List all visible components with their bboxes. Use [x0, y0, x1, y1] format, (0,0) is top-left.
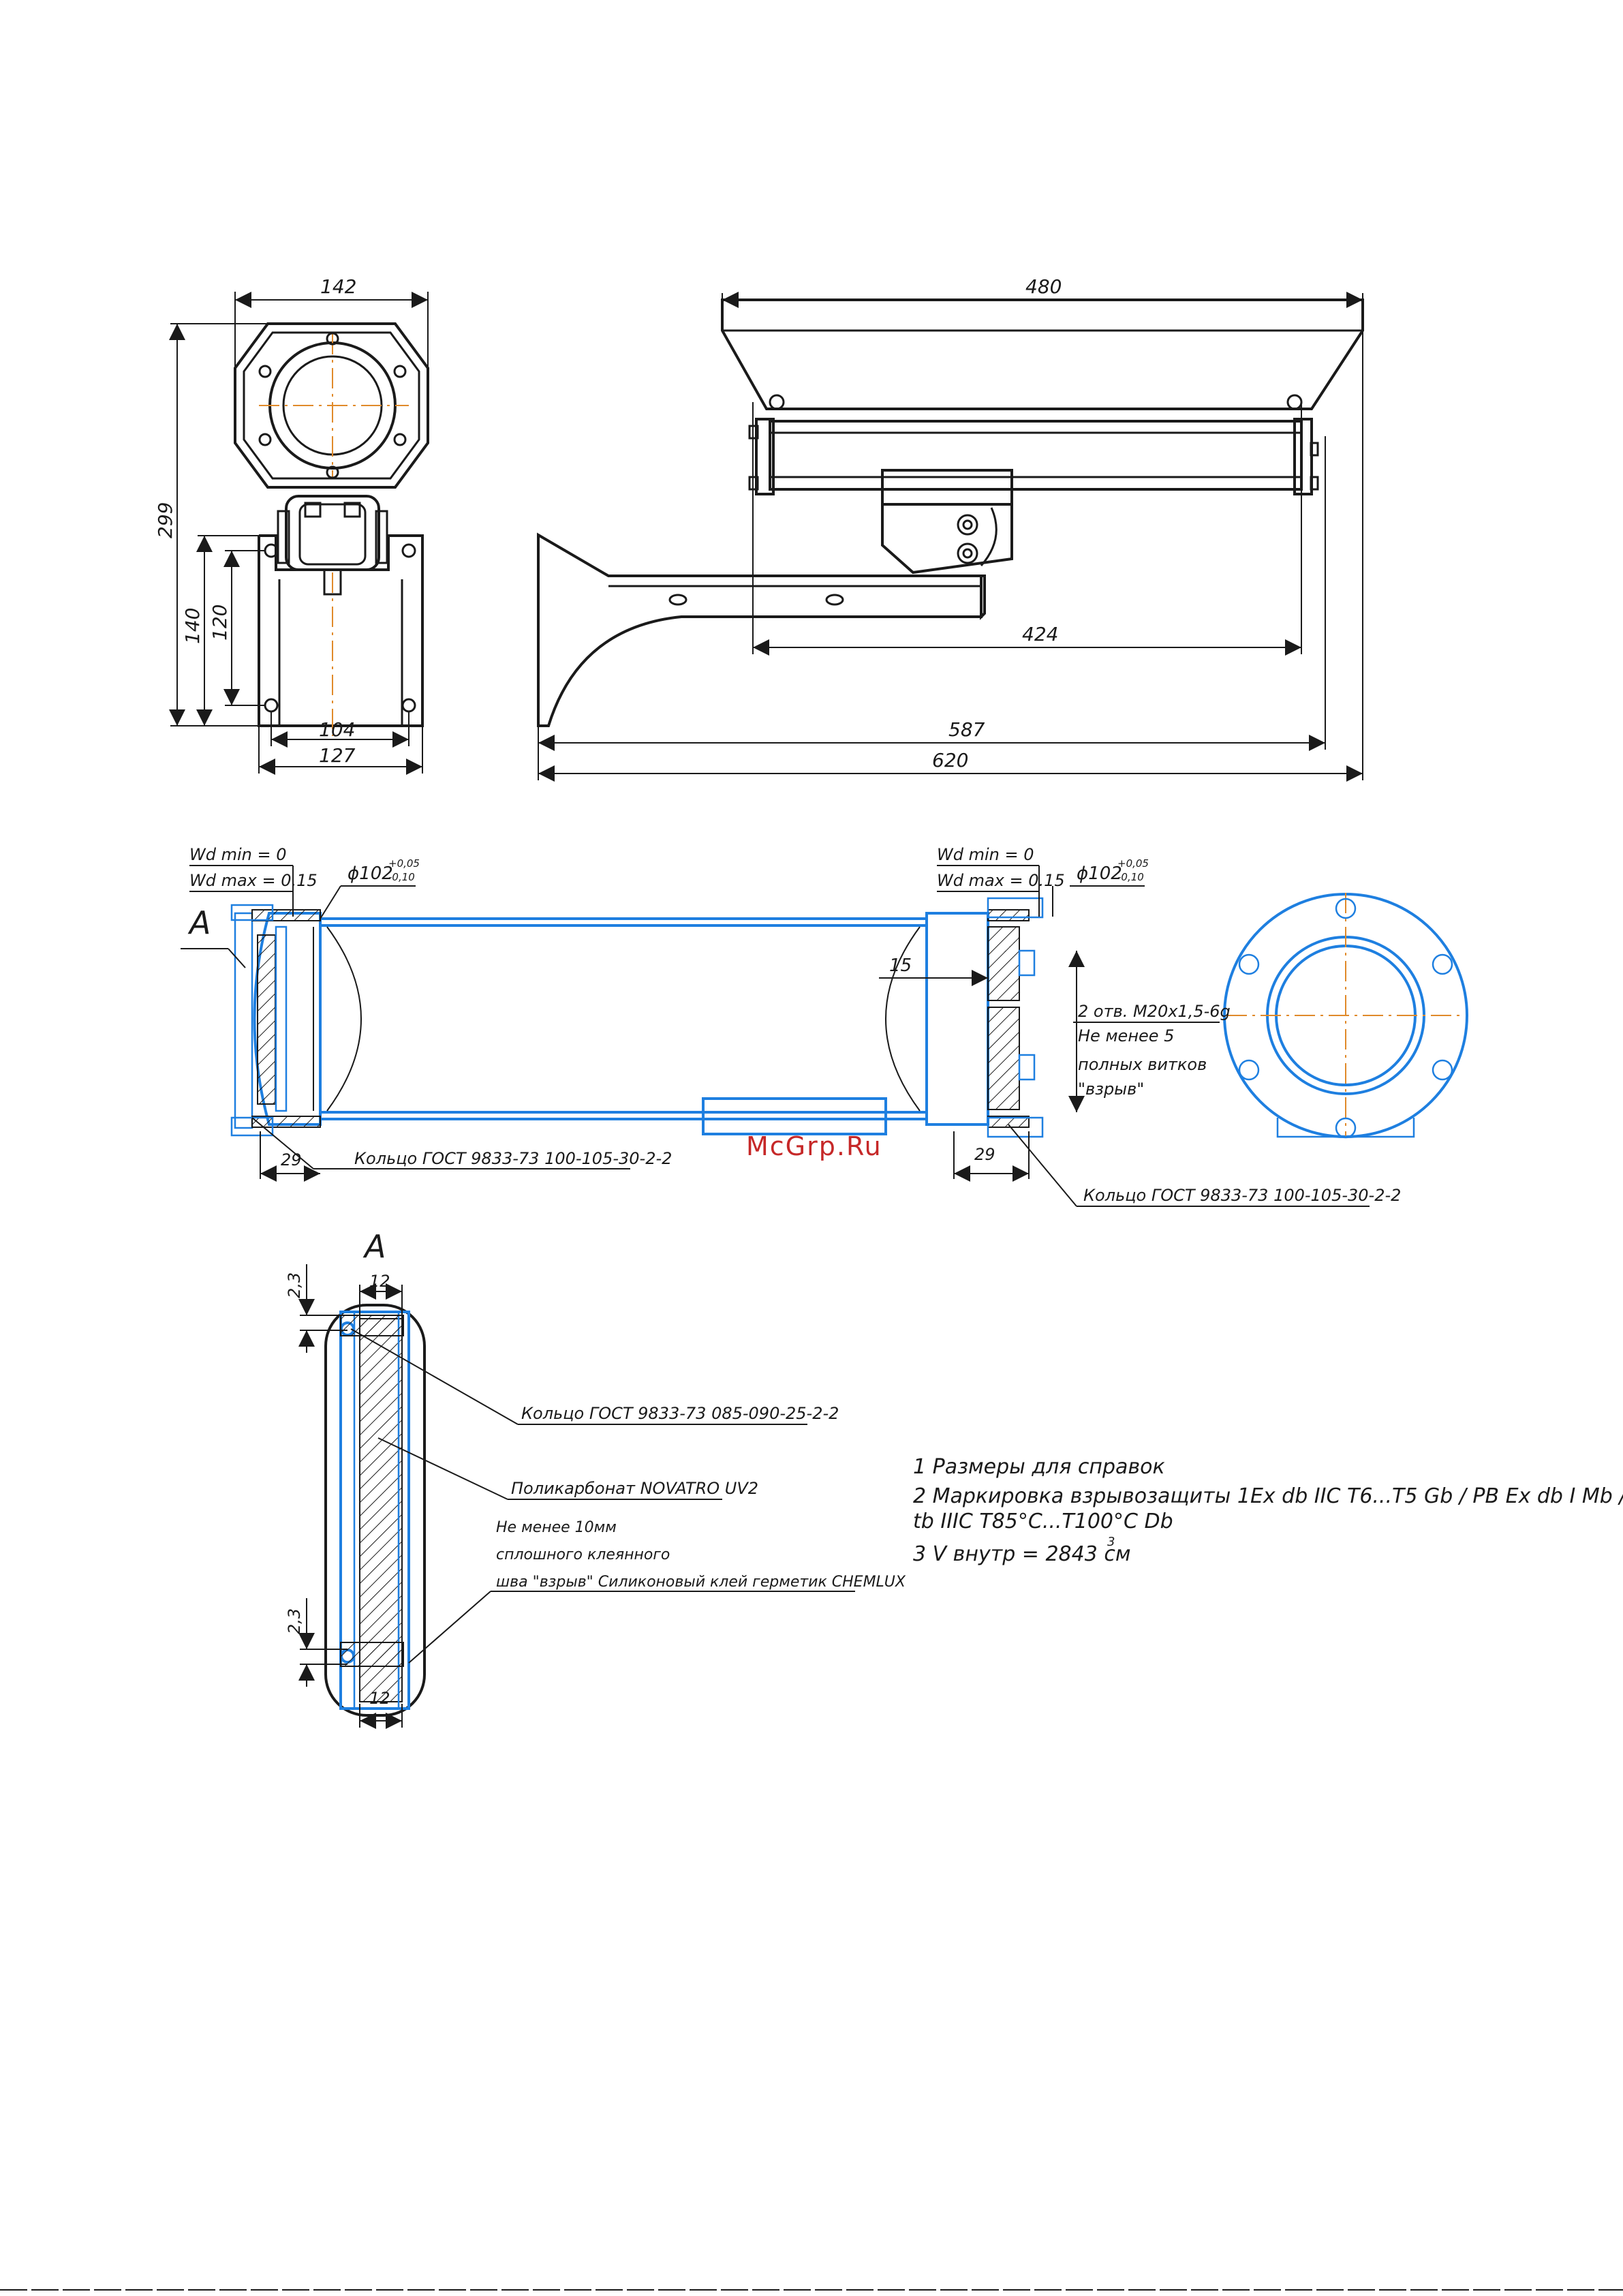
dim-424: 424	[1022, 623, 1058, 645]
note-1: 1 Размеры для справок	[913, 1455, 1165, 1479]
dim-140: 140	[181, 608, 204, 644]
ring-label-left: Кольцо ГОСТ 9833-73 100-105-30-2-2	[354, 1149, 672, 1168]
dim-620: 620	[932, 749, 968, 771]
note-3-sup: 3	[1107, 1535, 1115, 1549]
right-tol-lower: -0,10	[1117, 871, 1144, 883]
glass-label: Поликарбонат NOVATRO UV2	[511, 1479, 758, 1498]
seam-note-2: сплошного клеянного	[496, 1546, 670, 1563]
seam-note-3: шва "взрыв" Силиконовый клей герметик CH…	[496, 1574, 906, 1591]
side-view-dimensions: 480 424 587 620	[538, 275, 1363, 782]
holes-note-4: "взрыв"	[1078, 1080, 1144, 1099]
dim-15: 15	[889, 955, 912, 976]
left-tol-upper: +0,05	[388, 857, 420, 870]
view-marker-a: A	[187, 904, 211, 941]
dim-587: 587	[948, 718, 985, 741]
left-tol-lower: -0,10	[388, 871, 415, 883]
left-wd-max: Wd max = 0.15	[189, 871, 318, 890]
holes-note-2: Не менее 5	[1078, 1026, 1174, 1045]
right-tol-upper: +0,05	[1117, 857, 1149, 870]
dim-2-3-top: 2,3	[285, 1272, 304, 1298]
holes-note-1: 2 отв. М20х1,5-6g	[1078, 1002, 1231, 1021]
right-diameter: ϕ102	[1077, 863, 1122, 884]
dim-142: 142	[320, 275, 356, 298]
holes-note-3: полных витков	[1078, 1055, 1207, 1074]
side-view	[537, 299, 1364, 727]
dim-29-left: 29	[281, 1150, 302, 1169]
technical-notes: 1 Размеры для справок 2 Маркировка взрыв…	[913, 1455, 1623, 1566]
left-wd-min: Wd min = 0	[189, 845, 287, 864]
ring-label-right: Кольцо ГОСТ 9833-73 100-105-30-2-2	[1083, 1186, 1401, 1205]
right-wd-max: Wd max = 0.15	[937, 871, 1065, 890]
detail-a	[324, 1304, 426, 1717]
dim-480: 480	[1025, 275, 1062, 298]
detail-a-title: A	[362, 1228, 386, 1265]
right-wd-min: Wd min = 0	[937, 845, 1034, 864]
longitudinal-section	[230, 893, 1468, 1139]
note-2: 2 Маркировка взрывозащиты 1Ex db IIC T6.…	[913, 1484, 1623, 1508]
detail-a-annotations: A 2,3 12 2,3 12 Кольцо ГОСТ 9833-73 085-…	[285, 1228, 906, 1729]
ring-label-detail: Кольцо ГОСТ 9833-73 085-090-25-2-2	[521, 1404, 839, 1423]
note-2-cont: tb IIIC T85°C...T100°C Db	[913, 1510, 1173, 1533]
dim-12-top: 12	[369, 1272, 390, 1291]
dim-104: 104	[319, 718, 355, 741]
dim-120: 120	[208, 604, 231, 641]
front-view	[234, 322, 429, 736]
watermark: McGrp.Ru	[746, 1131, 882, 1161]
dim-12-bottom: 12	[369, 1689, 390, 1708]
front-view-dimensions: 142 299 140 120 104 127	[154, 275, 429, 775]
dim-299: 299	[154, 502, 176, 538]
seam-note-1: Не менее 10мм	[496, 1519, 617, 1536]
note-3: 3 V внутр = 2843 см	[913, 1542, 1130, 1566]
dim-2-3-bottom: 2,3	[285, 1608, 304, 1634]
dim-29-right: 29	[974, 1145, 995, 1164]
dim-127: 127	[319, 744, 356, 767]
section-annotations: Wd min = 0 Wd max = 0.15 ϕ102 +0,05 -0,1…	[181, 845, 1401, 1207]
left-diameter: ϕ102	[347, 863, 393, 884]
